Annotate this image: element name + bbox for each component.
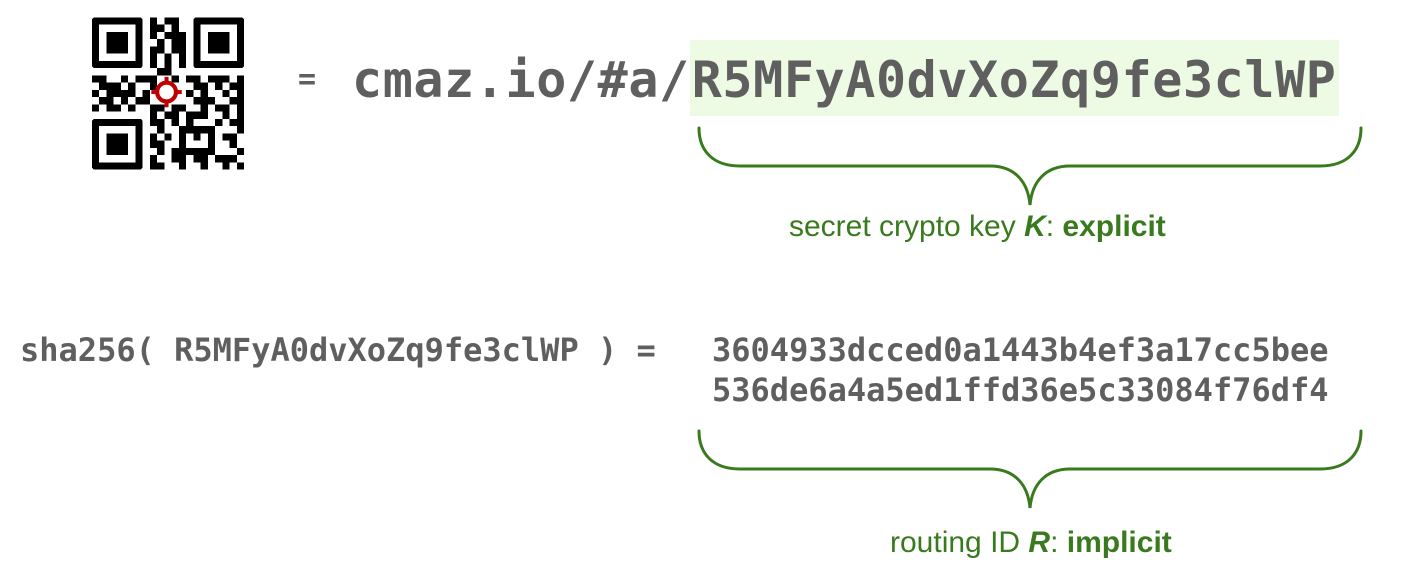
routing-annotation: routing ID R: implicit [890,526,1172,560]
key-symbol: K [1024,210,1046,243]
routing-annotation-text: routing ID [890,526,1029,559]
key-annotation-text: secret crypto key [789,210,1025,243]
key-annotation: secret crypto key K: explicit [789,210,1166,244]
share-url: cmaz.io/#a/R5MFyA0dvXoZq9fe3clWP [352,40,1339,116]
routing-annotation-emphasis: implicit [1066,526,1172,559]
url-prefix: cmaz.io/#a/ [352,51,690,109]
sha256-expression: sha256( R5MFyA0dvXoZq9fe3clWP ) = [20,331,656,369]
equals-sign: = [298,62,317,97]
routing-brace [697,429,1363,509]
crosshair-target-icon [151,76,182,108]
qr-code-icon [92,17,244,170]
url-key-highlight: R5MFyA0dvXoZq9fe3clWP [689,40,1339,116]
key-annotation-emphasis: explicit [1062,210,1166,243]
key-brace [697,126,1363,206]
routing-symbol: R [1028,526,1051,559]
routing-annotation-colon: : [1050,526,1067,559]
key-annotation-colon: : [1045,210,1063,243]
hash-digest-line-1: 3604933dcced0a1443b4ef3a17cc5bee [712,331,1329,369]
hash-digest-line-2: 536de6a4a5ed1ffd36e5c33084f76df4 [712,371,1329,409]
